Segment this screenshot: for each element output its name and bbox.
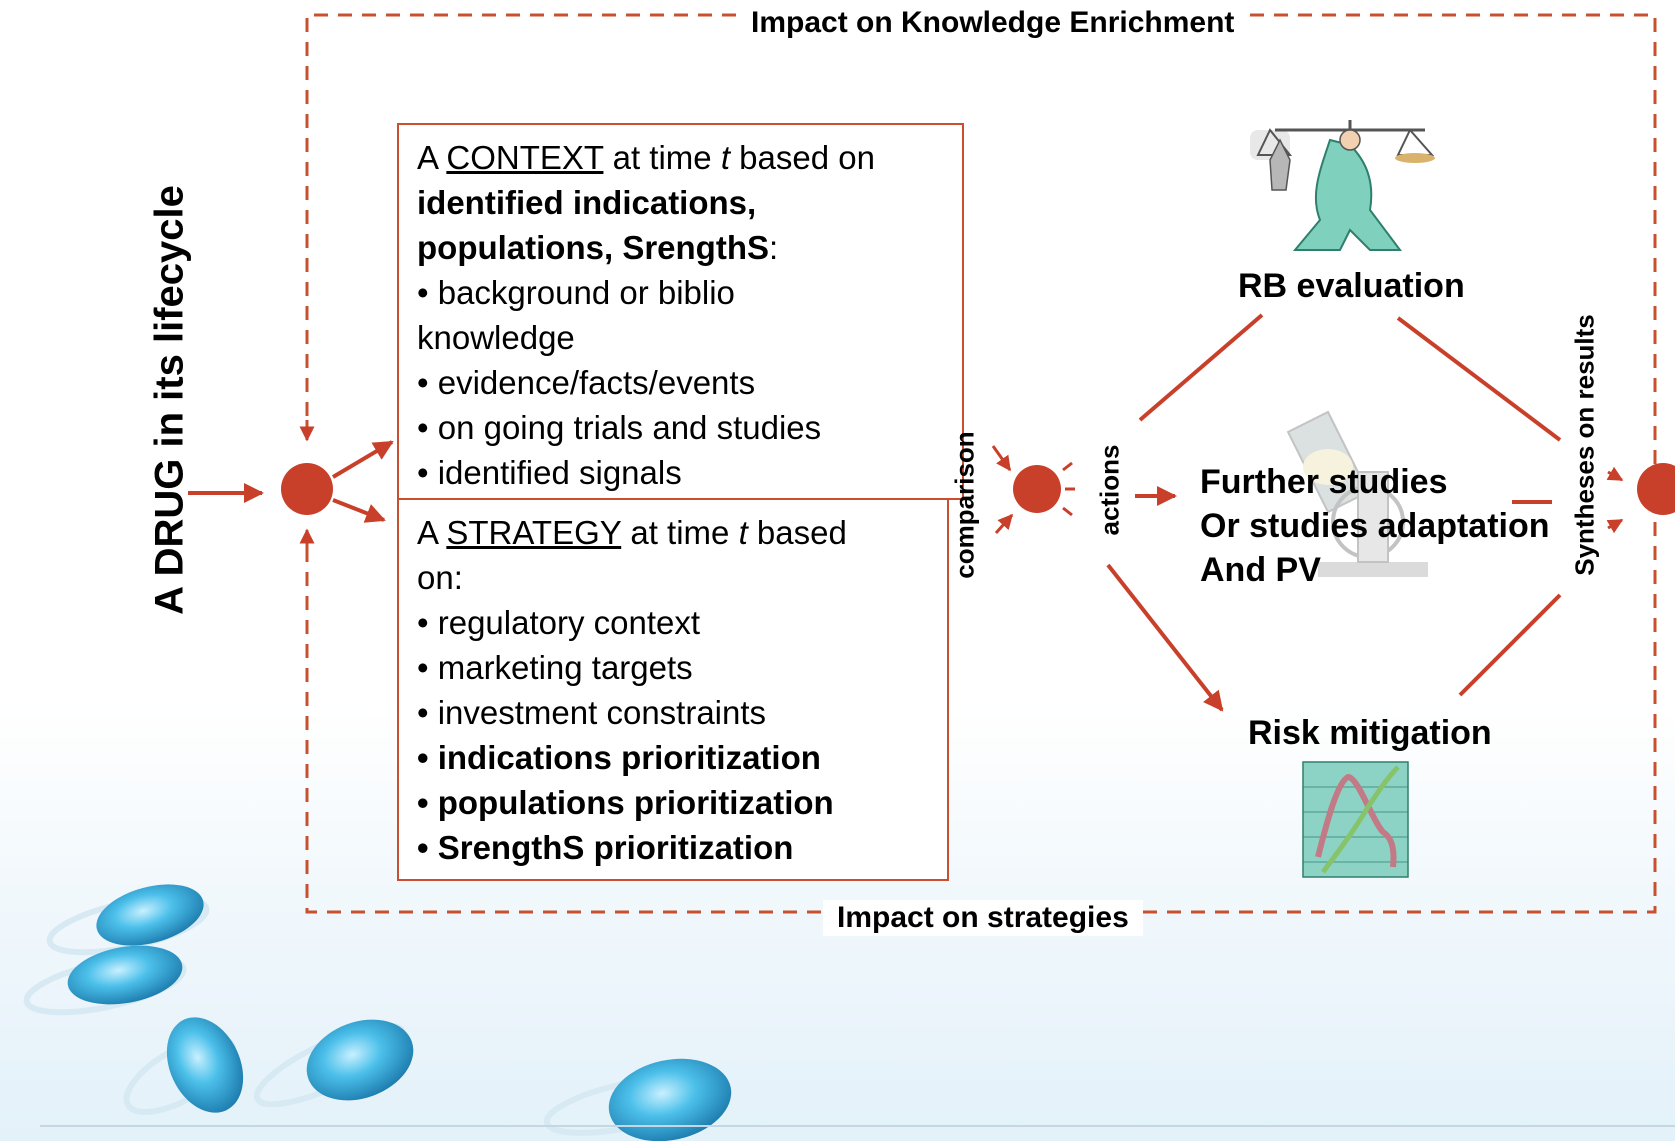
risk-mitigation-label: Risk mitigation [1248,714,1492,752]
context-box: A CONTEXT at time t based on identified … [397,123,964,500]
strategy-line-8: • SrengthS prioritization [417,829,794,866]
comparison-label: comparison [949,431,980,579]
context-line-3: populations, SrengthS: [417,229,779,266]
context-line-2: identified indications, [417,184,757,221]
strategy-line-4: • marketing targets [417,649,693,686]
strategy-line-2: on: [417,559,463,596]
risk-to-synthesis-line [1458,593,1562,697]
strategy-line-3: • regulatory context [417,604,701,641]
arrow-to-context [331,440,394,479]
comparison-arrow-in-2 [994,513,1014,534]
synthesis-arrow-2 [1606,518,1624,534]
arrow-to-rb-evaluation [1138,313,1264,422]
strategy-line-5: • investment constraints [417,694,767,731]
context-line-7: • on going trials and studies [417,409,822,446]
scales-clipart-icon [1250,120,1435,251]
context-line-4: • background or biblio [417,274,735,311]
strategy-line-6: • indications prioritization [417,739,821,776]
actions-label: actions [1094,444,1125,536]
synthesis-arrow-1 [1606,466,1624,482]
arrow-to-risk-mitigation [1106,563,1224,712]
further-line-1: Further studies [1200,463,1448,501]
microscope-clipart-icon [1286,410,1428,577]
line-chart-clipart-icon [1302,761,1409,878]
comparison-node [1013,465,1061,513]
strategy-box: A STRATEGY at time t based on: • regulat… [397,498,949,881]
strategy-line-7: • populations prioritization [417,784,834,821]
comparison-arrow-in-1 [991,445,1012,472]
dashed-frame [305,13,1657,914]
arrow-to-strategy [332,498,386,523]
drug-lifecycle-label: A DRUG in its lifecycle [147,185,192,615]
end-node [1637,463,1675,515]
further-studies-label: Further studies Or studies adaptation An… [1200,460,1550,592]
context-heading: A CONTEXT at time t based on [417,139,875,176]
rb-evaluation-label: RB evaluation [1238,267,1465,305]
comparison-node-rays [1062,461,1075,517]
bottom-frame-label: Impact on strategies [823,900,1143,936]
further-line-2: Or studies adaptation [1200,507,1550,545]
context-line-8: • identified signals [417,454,682,491]
strategy-heading: A STRATEGY at time t based [417,514,847,551]
context-line-6: • evidence/facts/events [417,364,756,401]
start-node [281,463,333,515]
top-frame-label: Impact on Knowledge Enrichment [737,5,1249,41]
capsule-pills-decoration [23,884,732,1141]
rb-to-synthesis-line [1396,316,1562,442]
context-line-5: knowledge [417,319,575,356]
further-line-3: And PV [1200,551,1321,589]
syntheses-label: Syntheses on results [1569,314,1600,576]
